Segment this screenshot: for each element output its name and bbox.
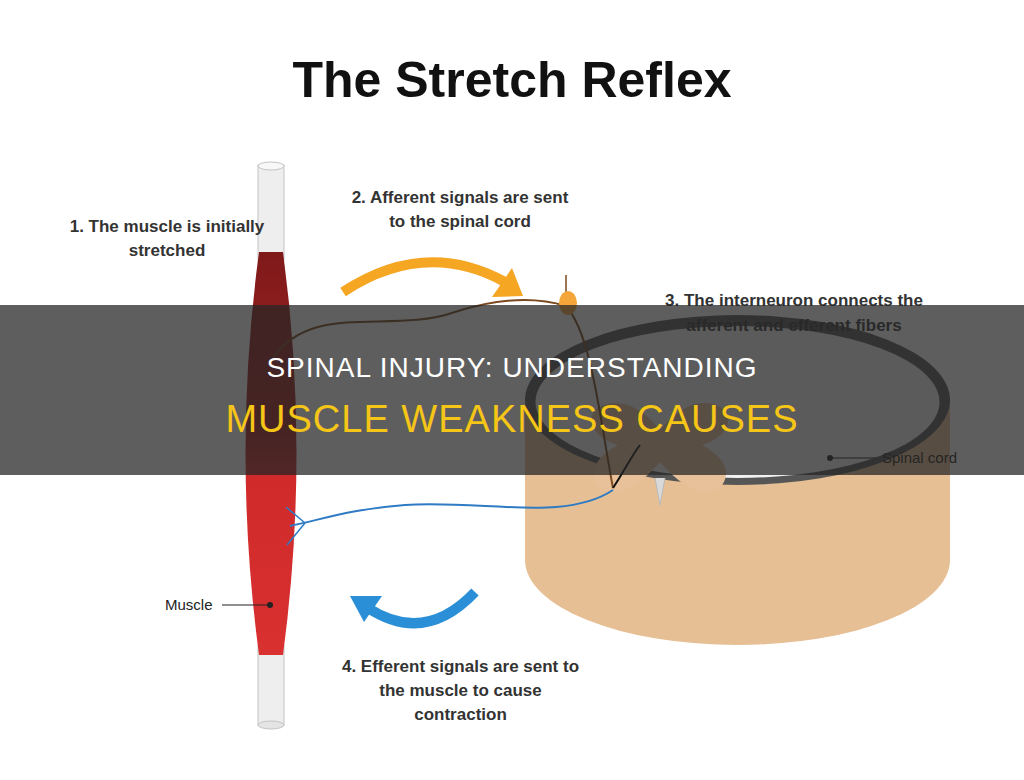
overlay-heading: MUSCLE WEAKNESS CAUSES xyxy=(0,396,1024,442)
arrow-head xyxy=(350,596,382,622)
step-label: 4. Efferent signals are sent to the musc… xyxy=(338,655,583,727)
step-label: 1. The muscle is initially stretched xyxy=(52,215,282,263)
efferent-flow-arrow xyxy=(368,592,475,623)
motor-end-branches xyxy=(286,507,305,545)
efferent-fiber xyxy=(290,490,613,526)
tendon-top xyxy=(258,165,284,260)
leader-line xyxy=(222,604,270,605)
afferent-flow-arrow xyxy=(343,262,505,292)
diagram-title: The Stretch Reflex xyxy=(0,50,1024,110)
overlay-heading: SPINAL INJURY: UNDERSTANDING xyxy=(0,350,1024,386)
part-label: Muscle xyxy=(165,596,225,614)
median-fissure xyxy=(655,478,665,505)
leader-dot xyxy=(267,602,273,608)
arrow-head xyxy=(492,268,523,297)
tendon-end xyxy=(258,162,284,170)
tendon-end xyxy=(258,721,284,729)
title-overlay-band xyxy=(0,305,1024,475)
step-label: 2. Afferent signals are sent to the spin… xyxy=(345,186,575,234)
tendon-bottom xyxy=(258,645,284,725)
